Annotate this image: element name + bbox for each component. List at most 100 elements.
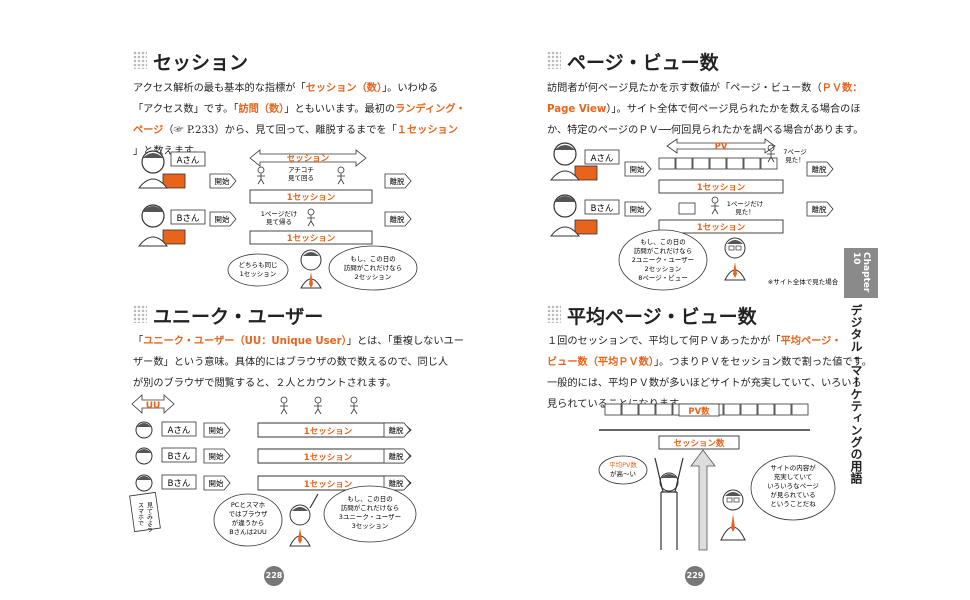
text-run: か、特定のページのＰＶ──何回見られたかを調べる場合があります。 xyxy=(547,125,864,136)
text-run: 「アクセス数」です。「 xyxy=(133,104,239,115)
uu-user-b-label: Bさん xyxy=(168,452,191,462)
text-run: １回のセッションで、平均して何ＰＶあったかが「 xyxy=(547,336,781,347)
leave-label: 離脱 xyxy=(389,478,404,488)
person-a-icon xyxy=(549,142,598,181)
heading-dots-icon xyxy=(547,305,561,323)
text-run: ザー数」という意味。具体的にはブラウザの数で数えるので、同じ人 xyxy=(133,357,449,368)
presenter-icon xyxy=(720,489,746,541)
uu-label: UU xyxy=(146,401,161,411)
highlighted-term: １セッション xyxy=(396,125,458,136)
start-label: 開始 xyxy=(215,214,230,224)
pv-bubble: もし、この日の xyxy=(640,238,686,246)
paragraph-line: 」と数えます。 xyxy=(133,141,466,162)
pv-user-a: Aさん xyxy=(591,154,614,164)
walking-figures-icon xyxy=(257,166,345,185)
user-a-label: Aさん xyxy=(177,156,200,166)
paragraph-line: Page View）」。サイト全体で何ページ見られたかを数える場合のほ xyxy=(547,99,863,120)
start-label: 開始 xyxy=(630,164,645,174)
presenter-icon xyxy=(289,493,319,547)
pv-b-note: 見た！ xyxy=(735,208,755,216)
highlighted-term: ビュー数（平均ＰＶ数） xyxy=(547,357,654,368)
pv-bubble: 訪問がこれだけなら xyxy=(634,246,693,255)
pv-user-b: Bさん xyxy=(591,204,614,214)
uu-bubble-left: PCとスマホ xyxy=(231,501,266,509)
bubble-left: 1セッション xyxy=(240,270,277,278)
paragraph-line: 一般的には、平均ＰＶ数が多いほどサイトが充実していて、いろいろ xyxy=(547,373,872,394)
paragraph-line: が別のブラウザで閲覧すると、２人とカウントされます。 xyxy=(133,373,464,394)
user-b-label: Bさん xyxy=(177,214,200,224)
leave-label: 離脱 xyxy=(812,164,827,174)
avg-pv-diagram: PV数 セッション数 平均PV数 が高～い サイトの内容が 充実していて いろい… xyxy=(598,403,836,551)
up-arrow-icon xyxy=(690,449,716,551)
walking-figures-icon xyxy=(280,396,358,415)
leave-label: 離脱 xyxy=(390,214,405,224)
avg-left-label: 平均PV数 xyxy=(609,460,637,469)
paragraph-line: アクセス解析の最も基本的な指標が「セッション（数）」。いわゆる xyxy=(133,78,466,99)
highlighted-term: セッション（数） xyxy=(305,83,383,94)
highlighted-term: ページ xyxy=(133,125,164,136)
heading-dots-icon xyxy=(133,51,147,69)
pv-session-bar-b: 1セッション xyxy=(697,223,746,233)
page-number: 228 xyxy=(264,566,284,586)
session-diagram: Aさん Bさん 開始 開始 離脱 離脱 セッション アチコチ 見て回る 1セッシ… xyxy=(137,149,418,291)
pv-bubble: 8ページ・ビュー xyxy=(638,273,688,282)
avg-bubble: 充実していて xyxy=(774,472,813,481)
paragraph-line: 「ユニーク・ユーザー（UU：Unique User）」とは、「重複しないユー xyxy=(133,331,464,352)
leave-label: 離脱 xyxy=(389,451,404,461)
person-b-icon xyxy=(549,194,598,237)
avg-bubble: サイトの内容が xyxy=(770,463,816,472)
session-bar: 1セッション xyxy=(304,427,353,437)
pageview-diagram: Aさん Bさん 開始 開始 離脱 離脱 PV 7ページ 見た！ xyxy=(549,138,839,291)
leave-label: 離脱 xyxy=(812,204,827,214)
heading-dots-icon xyxy=(133,305,147,323)
session-range-label: セッション xyxy=(287,154,330,164)
start-label: 開始 xyxy=(209,425,224,435)
pv-a-note: 7ページ xyxy=(783,148,807,156)
unique-user-diagram: UU Aさん 開始 1セッション 離脱 Bさん 開始 1セッション 離脱 Bさん… xyxy=(129,394,417,547)
highlighted-term: ユニーク・ユーザー（UU：Unique User） xyxy=(143,336,347,347)
highlighted-term: 平均ページ・ xyxy=(780,336,842,347)
leave-label: 離脱 xyxy=(390,176,405,186)
session-bar: 1セッション xyxy=(304,480,353,490)
uu-bubble-left: Bさんは2UU xyxy=(229,528,267,536)
session-bar: 1セッション xyxy=(304,453,353,463)
pv-bubble: 2ユニーク・ユーザー xyxy=(632,256,694,264)
pv-footnote: ※サイト全体で見た場合 xyxy=(768,277,839,286)
uu-bubble-right: 訪問がこれだけなら xyxy=(341,503,400,512)
a-note: アチコチ xyxy=(288,166,314,174)
highlighted-term: Page View xyxy=(547,104,607,115)
uu-user-b-label: Bさん xyxy=(168,479,191,489)
highlighted-term: ＰＶ数： xyxy=(821,83,863,94)
session-count-label: セッション数 xyxy=(673,438,725,449)
uu-bubble-right: 3セッション xyxy=(352,522,389,530)
start-label: 開始 xyxy=(209,478,224,488)
avg-pv-heading: 平均ページ・ビュー数 xyxy=(567,306,757,328)
highlighted-term: ランディング・ xyxy=(395,104,466,115)
text-run: 」。いわゆる xyxy=(382,83,439,94)
pageview-paragraph: 訪問者が何ページ見たかを示す数値が「ページ・ビュー数（ＰＶ数： Page View… xyxy=(547,78,863,141)
uu-bubble-right: 3ユニーク・ユーザー xyxy=(339,513,401,521)
paragraph-line: か、特定のページのＰＶ──何回見られたかを調べる場合があります。 xyxy=(547,120,863,141)
text-run: 」ともいいます。最初の xyxy=(284,104,396,115)
person-a-icon xyxy=(137,150,186,189)
bubble-right: もし、この日の xyxy=(350,255,396,263)
pv-bubble: 2セッション xyxy=(645,265,682,273)
bubble-right: 2セッション xyxy=(355,273,392,281)
avg-bubble: いろいろなページ xyxy=(767,482,819,490)
chapter-title: デジタル・マーケティングの用語 xyxy=(849,304,863,484)
phone-note: スマホで xyxy=(137,502,144,526)
text-run: が別のブラウザで閲覧すると、２人とカウントされます。 xyxy=(133,378,397,389)
left-page: セッション アクセス解析の最も基本的な指標が「セッション（数）」。いわゆる「アク… xyxy=(129,51,466,586)
chapter-label-box: Chapter 10 xyxy=(844,248,878,298)
text-run: 「 xyxy=(133,336,144,347)
paragraph-line: ページ（☞ P.233）から、見て回って、離脱するまでを「１セッション xyxy=(133,120,466,141)
text-run: 一般的には、平均ＰＶ数が多いほどサイトが充実していて、いろいろ xyxy=(547,378,862,389)
bubble-right: 訪問がこれだけなら xyxy=(344,263,403,272)
start-label: 開始 xyxy=(209,451,224,461)
pv-count-label: PV数 xyxy=(688,406,710,417)
leave-label: 離脱 xyxy=(389,425,404,435)
uu-bubble-right: もし、この日の xyxy=(347,495,393,503)
heading-dots-icon xyxy=(547,51,561,69)
text-run: 訪問者が何ページ見たかを示す数値が「ページ・ビュー数（ xyxy=(547,83,822,94)
uu-user-a-label: Aさん xyxy=(168,426,191,436)
